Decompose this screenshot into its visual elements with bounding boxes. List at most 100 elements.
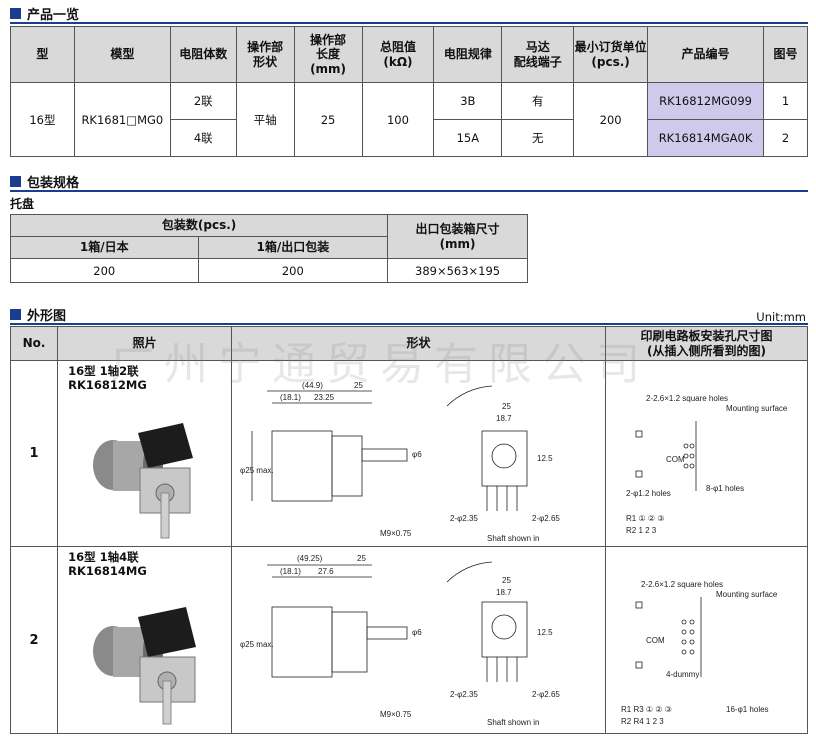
cell-taper: 3B [433, 82, 503, 120]
svg-text:12.5: 12.5 [537, 454, 553, 463]
svg-text:φ6: φ6 [412, 450, 422, 459]
table-row: 200 200 389×563×195 [10, 258, 528, 283]
product-model: RK16812MG [68, 377, 147, 392]
header-count: 电阻体数 [169, 26, 237, 83]
svg-text:2-φ2.65: 2-φ2.65 [532, 514, 560, 523]
svg-text:25: 25 [502, 576, 511, 585]
section-title: 包装规格 [27, 176, 80, 191]
svg-text:Mounting surface: Mounting surface [726, 404, 788, 413]
svg-text:(18.1): (18.1) [280, 567, 301, 576]
header-box-size: 出口包装箱尺寸(mm) [387, 214, 528, 259]
cell-terminal: 有 [501, 82, 575, 120]
header-text: 最小订货单位 [574, 40, 647, 55]
table-row: 4联 15A 无 RK16814MGA0K 2 [11, 119, 808, 157]
cell-model: RK1681□MG0 [73, 82, 171, 157]
svg-text:φ6: φ6 [412, 628, 422, 637]
header-taper: 电阻规律 [433, 26, 503, 83]
svg-text:R2 1 2 3: R2 1 2 3 [626, 526, 657, 535]
cell-part-number[interactable]: RK16812MG099 [647, 82, 764, 120]
cell-fig: 2 [763, 119, 808, 157]
cell-photo: 16型 1轴2联 RK16812MG [57, 359, 233, 548]
outline-drawing-2: (49.25) (18.1) 27.6 25 φ25 max. φ6 M9×0.… [231, 546, 606, 735]
section-rule [10, 190, 808, 192]
section-square-icon [10, 309, 21, 320]
pcb-drawing-image: 2-2.6×1.2 square holes Mounting surface … [621, 580, 778, 726]
svg-text:Shaft shown in: Shaft shown in [487, 718, 539, 727]
header-text: 印刷电路板安装孔尺寸图 [640, 329, 773, 344]
cell-no: 2 [9, 546, 59, 735]
cell-shape: 平轴 [235, 82, 295, 157]
svg-text:COM: COM [666, 455, 685, 464]
header-text: 操作部 [310, 32, 347, 47]
svg-text:R2 R4 1 2 3: R2 R4 1 2 3 [621, 717, 664, 726]
header-japan: 1箱/日本 [10, 236, 199, 259]
pcb-drawing-image: 2-2.6×1.2 square holes Mounting surface … [626, 394, 788, 535]
section-outline-heading: 外形图 [10, 305, 66, 324]
header-text: (pcs.) [591, 54, 630, 69]
svg-text:18.7: 18.7 [496, 414, 512, 423]
svg-text:25: 25 [502, 402, 511, 411]
svg-text:M9×0.75: M9×0.75 [380, 710, 412, 719]
svg-text:2-φ2.35: 2-φ2.35 [450, 690, 478, 699]
cell-resistance: 100 [361, 82, 435, 157]
header-moq: 最小订货单位(pcs.) [573, 26, 649, 83]
section-square-icon [10, 176, 21, 187]
header-text: 总阻值 [379, 40, 416, 55]
header-model: 模型 [73, 26, 171, 83]
svg-text:2-φ2.35: 2-φ2.35 [450, 514, 478, 523]
svg-text:φ25 max.: φ25 max. [240, 640, 274, 649]
header-text: 操作部 [247, 40, 284, 55]
cell-box: 389×563×195 [387, 258, 528, 283]
pcb-drawing-2: 2-2.6×1.2 square holes Mounting surface … [605, 546, 808, 735]
potentiometer-photo-image [93, 422, 194, 539]
table-row: 16型 RK1681□MG0 2联 平轴 25 100 3B 有 200 RK1… [10, 82, 808, 157]
product-title: 16型 1轴2联 [68, 364, 139, 378]
section-rule [10, 323, 808, 325]
svg-text:2-φ1.2 holes: 2-φ1.2 holes [626, 489, 671, 498]
header-pack-qty: 包装数(pcs.) [9, 214, 389, 237]
svg-text:φ25 max.: φ25 max. [240, 466, 274, 475]
cell-no: 1 [9, 359, 59, 548]
cell-length: 25 [293, 82, 363, 157]
header-type: 型 [10, 26, 75, 83]
svg-text:27.6: 27.6 [318, 567, 334, 576]
svg-text:25: 25 [357, 554, 366, 563]
cell-export: 200 [197, 258, 389, 283]
svg-text:25: 25 [354, 381, 363, 390]
outline-drawing-image: (44.9) (18.1) 23.25 25 φ25 max. φ6 M9×0.… [240, 381, 560, 543]
svg-text:18.7: 18.7 [496, 588, 512, 597]
header-text: 马达 [525, 40, 550, 55]
outline-drawing-1: (44.9) (18.1) 23.25 25 φ25 max. φ6 M9×0.… [231, 359, 606, 548]
header-text: 出口包装箱尺寸 [415, 222, 500, 237]
packaging-sublabel: 托盘 [10, 197, 35, 211]
cell-count: 2联 [169, 82, 237, 120]
svg-text:16-φ1 holes: 16-φ1 holes [726, 705, 769, 714]
header-length: 操作部长度(mm) [293, 26, 363, 83]
cell-japan: 200 [10, 258, 199, 283]
header-text: 形状 [253, 54, 278, 69]
header-no: No. [9, 326, 59, 361]
header-shape: 操作部形状 [235, 26, 295, 83]
table-header-row: 型 模型 电阻体数 操作部形状 操作部长度(mm) 总阻值(kΩ) 电阻规律 马… [10, 26, 808, 83]
header-photo: 照片 [57, 326, 233, 361]
svg-text:(44.9): (44.9) [302, 381, 323, 390]
product-model: RK16814MG [68, 564, 147, 579]
svg-text:COM: COM [646, 636, 665, 645]
packaging-table: 包装数(pcs.) 出口包装箱尺寸(mm) 1箱/日本 1箱/出口包装 200 … [9, 214, 528, 283]
drawing-table: No. 照片 形状 印刷电路板安装孔尺寸图(从插入侧所看到的图) 1 16型 1… [9, 326, 808, 735]
pcb-drawing-1: 2-2.6×1.2 square holes Mounting surface … [605, 359, 808, 548]
header-text: (mm) [439, 236, 476, 251]
potentiometer-photo-image [93, 606, 197, 725]
section-title: 产品一览 [27, 8, 80, 23]
svg-text:12.5: 12.5 [537, 628, 553, 637]
table-row: 2 16型 1轴4联 RK16814MG [9, 546, 808, 735]
svg-text:4-dummy: 4-dummy [666, 670, 699, 679]
header-fig: 图号 [763, 26, 808, 83]
header-text: 长度 [316, 47, 341, 62]
section-products-heading: 产品一览 [10, 4, 79, 23]
header-text: (mm) [310, 61, 347, 76]
cell-terminal: 无 [501, 119, 575, 157]
cell-part-number[interactable]: RK16814MGA0K [647, 119, 764, 157]
svg-text:Shaft shown in: Shaft shown in [487, 534, 539, 543]
header-text: (kΩ) [383, 54, 413, 69]
